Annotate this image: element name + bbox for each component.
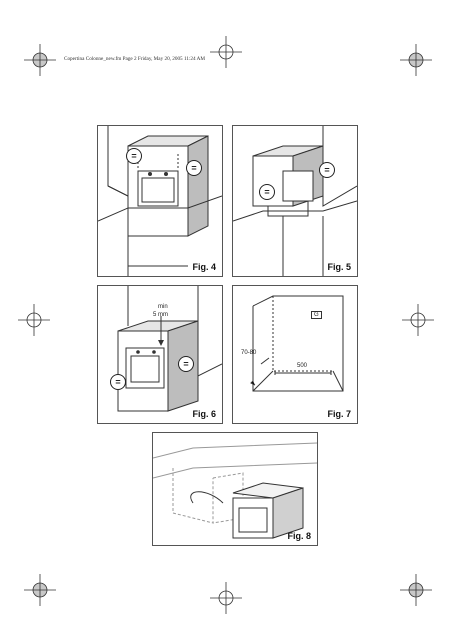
registration-mark-top-center (210, 36, 242, 68)
header-filename: Copertina Colonne_new.fm (64, 56, 122, 62)
figure-6-panel: min 5 mm = = Fig. 6 (97, 285, 223, 424)
figure-7-label: Fig. 7 (327, 409, 351, 419)
registration-mark-left-middle (18, 304, 50, 336)
registration-mark-right-middle (402, 304, 434, 336)
registration-mark-top-left (24, 44, 56, 76)
file-header: Copertina Colonne_new.fm Page 2 Friday, … (64, 56, 205, 62)
depth-dimension-label: 70-80 (241, 350, 257, 356)
figure-4-panel: = = Fig. 4 (97, 125, 223, 277)
width-dimension-label: 500 (297, 363, 308, 369)
registration-mark-bottom-right (400, 574, 432, 606)
equals-icon: = (178, 356, 194, 372)
figure-5-drawing (233, 126, 357, 276)
equals-icon: = (186, 160, 202, 176)
figure-5-label: Fig. 5 (327, 262, 351, 272)
figure-7-panel: G 70-80 500 Fig. 7 (232, 285, 358, 424)
header-page: Page 2 (122, 56, 137, 62)
figure-8-drawing (153, 442, 317, 539)
figure-8-label: Fig. 8 (287, 531, 311, 541)
figure-7-drawing (250, 295, 344, 392)
registration-mark-top-right (400, 44, 432, 76)
g-label: G (311, 311, 322, 319)
min-label: min (158, 304, 168, 310)
equals-icon: = (319, 162, 335, 178)
equals-icon: = (110, 374, 126, 390)
registration-mark-bottom-center (210, 582, 242, 614)
equals-icon: = (259, 184, 275, 200)
figure-8-panel: Fig. 8 (152, 432, 318, 546)
registration-mark-bottom-left (24, 574, 56, 606)
equals-icon: = (126, 148, 142, 164)
min-value-label: 5 mm (153, 312, 168, 318)
figure-4-label: Fig. 4 (192, 262, 216, 272)
figure-4-drawing (98, 126, 222, 276)
header-date: Friday, May 20, 2005 (137, 56, 183, 62)
header-time: 11:24 AM (183, 56, 205, 62)
figure-5-panel: = = Fig. 5 (232, 125, 358, 277)
figure-6-label: Fig. 6 (192, 409, 216, 419)
